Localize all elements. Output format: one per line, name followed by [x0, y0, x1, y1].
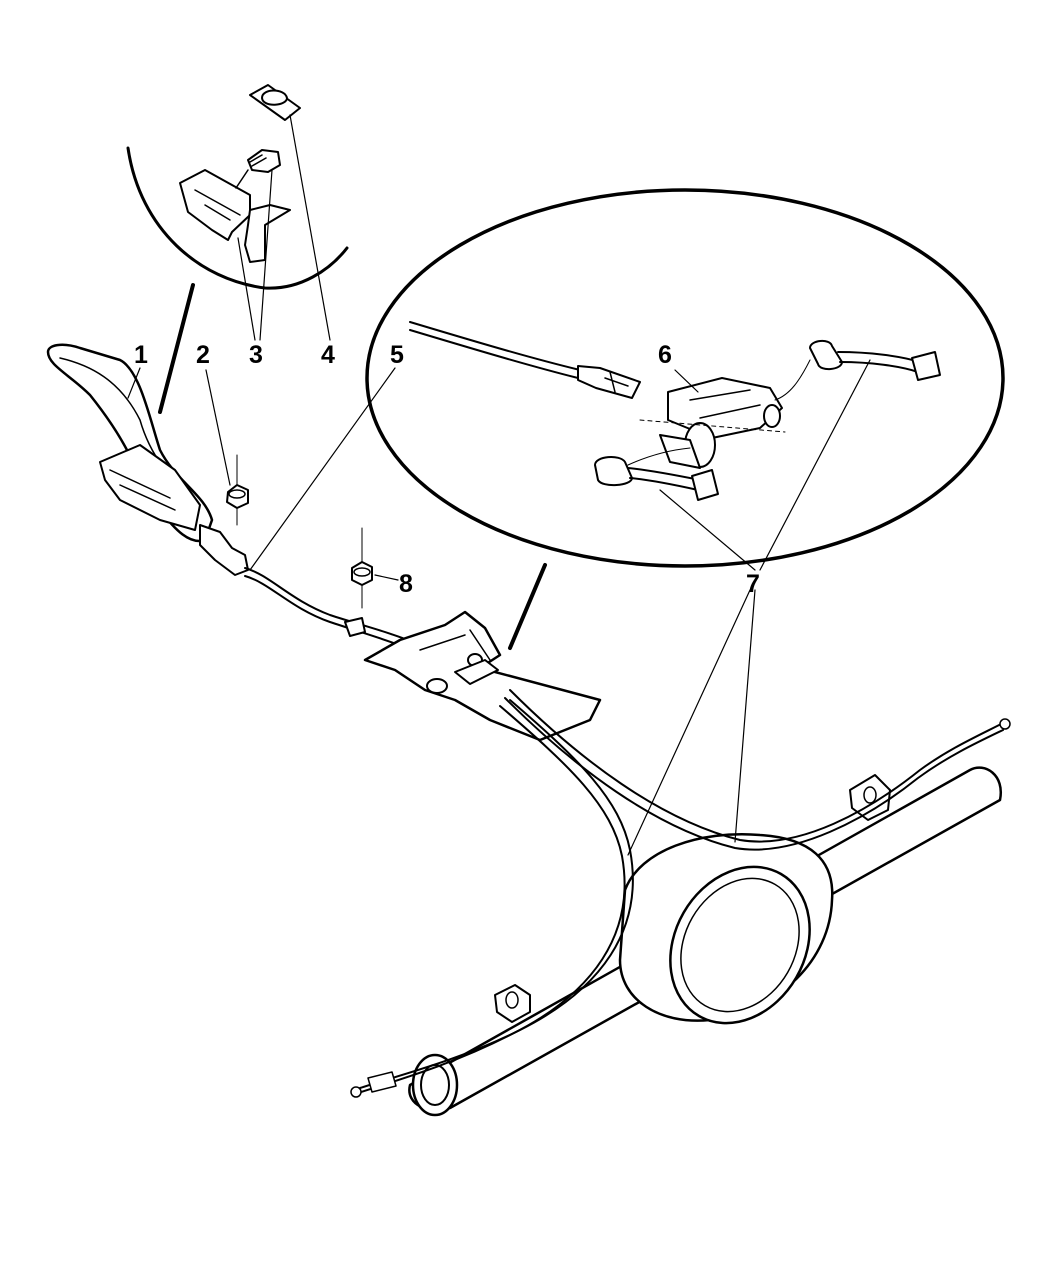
callout-1: 1 [134, 341, 148, 369]
front-cable-detail [409, 321, 641, 399]
callout-2: 2 [196, 341, 210, 369]
detail-ellipse-equalizer [365, 188, 1005, 568]
callout-4: 4 [321, 341, 335, 369]
bolt-part [235, 149, 281, 189]
spring-mount-left [494, 984, 531, 1023]
callout-5: 5 [390, 341, 404, 369]
clip-nut-part [249, 84, 301, 121]
rear-cable-left-detail [594, 447, 719, 501]
differential-housing [618, 833, 834, 1025]
equalizer-part [659, 377, 783, 469]
rear-cable-left [350, 699, 634, 1098]
parking-brake-lever [46, 343, 249, 576]
rear-cable-right [504, 689, 1011, 851]
nut-2 [226, 454, 249, 526]
callout-6: 6 [658, 341, 672, 369]
cable-support-bracket [363, 610, 602, 742]
callouts: 1 2 3 4 5 6 7 8 [134, 341, 760, 598]
leader-lines [127, 114, 871, 856]
spring-mount-right [849, 774, 891, 821]
rear-cable-right-detail [774, 340, 941, 401]
nut-8 [351, 527, 373, 609]
detail-bubble-bracket [126, 146, 349, 414]
callout-8: 8 [399, 570, 413, 598]
callout-7: 7 [746, 570, 760, 598]
front-cable [244, 567, 421, 653]
callout-3: 3 [249, 341, 263, 369]
bracket-part [179, 169, 291, 263]
